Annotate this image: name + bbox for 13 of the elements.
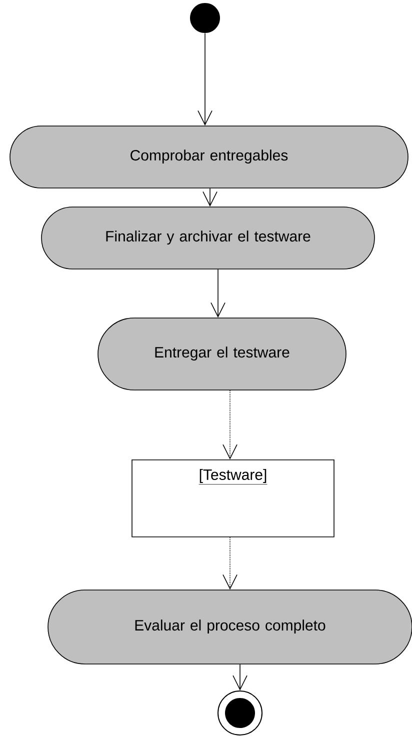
arrow: [210, 269, 226, 318]
arrow: [222, 536, 238, 590]
arrow: [222, 390, 238, 460]
initial-node: [190, 3, 220, 33]
arrow: [198, 32, 212, 126]
activity-box: Entregar el testware: [98, 318, 346, 390]
activity-box: Evaluar el proceso completo: [48, 590, 412, 664]
activity-box: Comprobar entregables: [10, 126, 408, 188]
arrow: [202, 188, 218, 207]
activity-box: Finalizar y archivar el testware: [41, 206, 375, 270]
final-node: [218, 690, 262, 736]
arrow: [232, 664, 248, 690]
object-box: [Testware]: [132, 460, 334, 538]
